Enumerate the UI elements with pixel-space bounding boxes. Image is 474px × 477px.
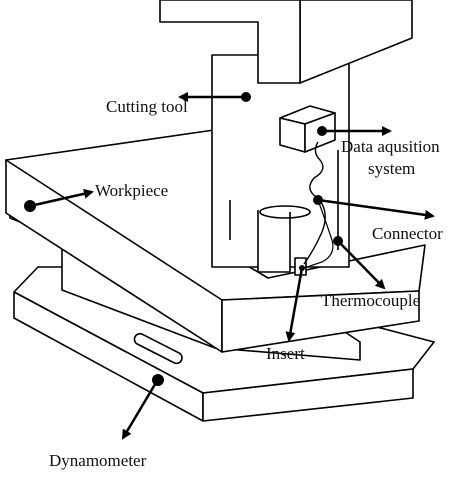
dynamometer-arrow bbox=[121, 380, 159, 440]
machine-head bbox=[159, 0, 413, 84]
label-workpiece: Workpiece bbox=[95, 181, 169, 200]
label-cutting-tool: Cutting tool bbox=[106, 97, 188, 116]
thermocouple-arrow bbox=[337, 240, 386, 290]
workpiece-dot bbox=[24, 200, 36, 212]
thermocouple-wire bbox=[303, 141, 326, 265]
insert-dot bbox=[299, 265, 305, 271]
insert-arrow bbox=[285, 267, 304, 342]
label-connector: Connector bbox=[372, 224, 443, 243]
data-acquisition-dot bbox=[317, 126, 327, 136]
connector-dot bbox=[313, 195, 323, 205]
label-insert: Insert bbox=[266, 344, 305, 363]
workpiece-block bbox=[5, 129, 426, 361]
label-data-acquisition-line-1: Data aqusition bbox=[341, 137, 440, 156]
thermocouple-dot bbox=[333, 236, 343, 246]
cutting-tool bbox=[211, 54, 350, 273]
data-acquisition-box bbox=[279, 105, 336, 153]
cutting-tool-dot bbox=[241, 92, 251, 102]
connector-wire bbox=[303, 199, 334, 269]
label-dynamometer: Dynamometer bbox=[49, 451, 147, 470]
label-thermocouple: Thermocouple bbox=[321, 291, 421, 310]
label-data-acquisition-line-2: system bbox=[368, 159, 416, 178]
connector-arrow bbox=[317, 198, 435, 220]
dynamometer-dot bbox=[152, 374, 164, 386]
workpiece-arrow bbox=[29, 188, 94, 208]
